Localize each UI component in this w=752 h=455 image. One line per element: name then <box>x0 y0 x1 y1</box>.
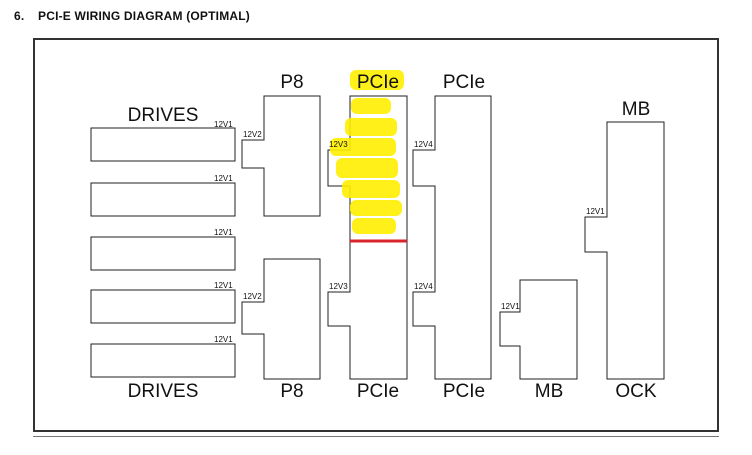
rail-drive-1: 12V1 <box>214 120 233 129</box>
rail-pcie-a-bottom: 12V3 <box>329 282 348 291</box>
drive-slot-2 <box>90 182 236 217</box>
drive-slot-1 <box>90 127 236 162</box>
pcie-column-b <box>412 95 492 380</box>
p8-connector-top <box>241 95 321 217</box>
rail-drive-2: 12V1 <box>214 174 233 183</box>
label-ock-bottom: OCK <box>615 381 657 402</box>
highlight-mark-2 <box>351 98 391 114</box>
section-title: PCI-E WIRING DIAGRAM (OPTIMAL) <box>38 9 250 23</box>
highlight-mark-7 <box>350 200 402 216</box>
rail-pcie-b-bottom: 12V4 <box>414 282 433 291</box>
label-pcie-b-top: PCIe <box>443 72 485 93</box>
label-pcie-a-bottom: PCIe <box>357 381 399 402</box>
rail-drive-4: 12V1 <box>214 281 233 290</box>
p8-connector-bottom <box>241 258 321 380</box>
page-rule <box>33 436 719 437</box>
label-p8-bottom: P8 <box>280 381 303 402</box>
highlight-mark-8 <box>352 218 396 234</box>
rail-mb-small: 12V1 <box>501 302 520 311</box>
rail-p8-bottom: 12V2 <box>243 292 262 301</box>
section-number: 6. <box>14 9 25 23</box>
highlight-mark-1 <box>350 70 404 90</box>
label-mb-top: MB <box>622 99 651 120</box>
mb-small-connector <box>499 279 578 380</box>
highlight-mark-6 <box>342 180 400 198</box>
drive-slot-3 <box>90 236 236 271</box>
label-pcie-b-bottom: PCIe <box>443 381 485 402</box>
highlight-mark-3 <box>345 118 397 136</box>
drive-slot-5 <box>90 343 236 378</box>
label-mb-small-bottom: MB <box>535 381 564 402</box>
rail-p8-top: 12V2 <box>243 130 262 139</box>
rail-pcie-a-top: 12V3 <box>329 140 348 149</box>
highlight-mark-4 <box>330 138 396 156</box>
highlighter-marks <box>330 70 404 234</box>
rail-drive-5: 12V1 <box>214 335 233 344</box>
label-pcie-a-top: PCIe <box>357 72 399 93</box>
label-drives-top: DRIVES <box>128 105 199 126</box>
diagram-frame <box>33 38 719 432</box>
label-p8-top: P8 <box>280 72 303 93</box>
rail-drive-3: 12V1 <box>214 228 233 237</box>
highlight-mark-5 <box>336 158 398 178</box>
rail-mb-large: 12V1 <box>586 207 605 216</box>
label-drives-bottom: DRIVES <box>128 381 199 402</box>
section-heading: 6. PCI-E WIRING DIAGRAM (OPTIMAL) <box>14 9 250 23</box>
rail-pcie-b-top: 12V4 <box>414 140 433 149</box>
drive-slot-4 <box>90 289 236 324</box>
mb-large-connector <box>584 121 665 380</box>
